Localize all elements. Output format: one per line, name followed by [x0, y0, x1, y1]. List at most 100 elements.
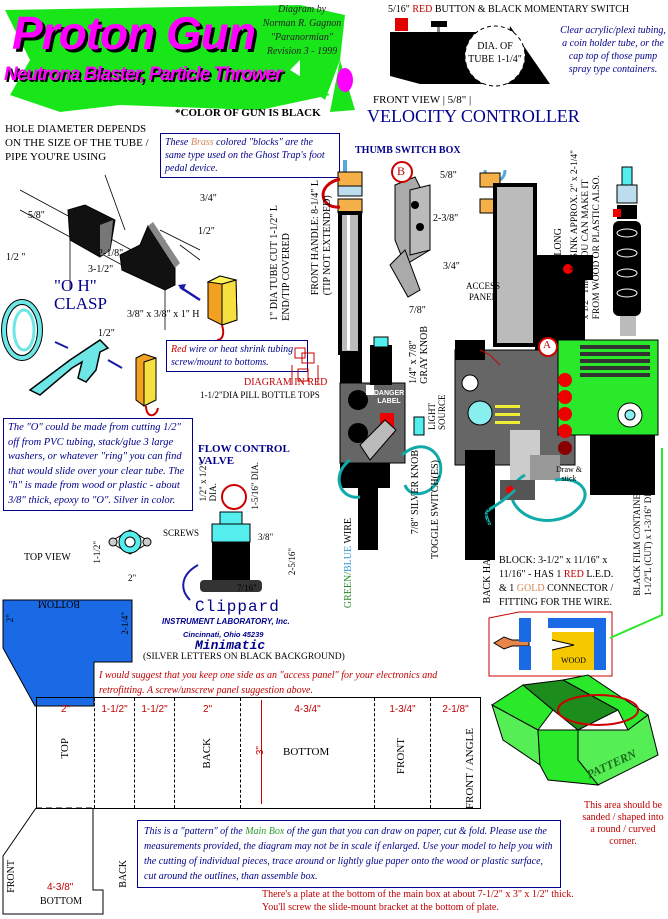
valve-dim: 2" [128, 573, 137, 583]
velocity-top-label: 5/16" RED BUTTON & BLACK MOMENTARY SWITC… [388, 4, 630, 15]
valve-dim: 1-1/2" [92, 541, 102, 564]
brass-block-2 [135, 353, 159, 417]
switch-dim: 2-3/8" [433, 213, 459, 224]
red-button [395, 18, 408, 31]
dim-label: 1/2 " [6, 252, 26, 263]
sand-note: This area should be sanded / shaped into… [582, 800, 664, 847]
clear-tubing-note: Clear acrylic/plexi tubing, a coin holde… [560, 25, 666, 75]
marker-b: B [397, 164, 406, 178]
danger-label: DANGER LABEL [373, 390, 405, 405]
pattern-note: This is a "pattern" of the Main Box of t… [137, 820, 561, 888]
pattern-bottom-piece [2, 807, 104, 915]
valve-dim: 3/8" [258, 532, 274, 542]
pattern-column-front-angle: 2-1/8" FRONT / ANGLE [442, 704, 476, 810]
clippard-lab: INSTRUMENT LABORATORY, Inc. [162, 617, 290, 626]
page-title: Proton Gun [12, 7, 256, 59]
pattern-strip: 2" TOP 1-1/2" 1-1/2" 2" BACK 4-3/4" BOTT… [36, 697, 481, 809]
block-angled [119, 224, 176, 291]
clippard-model: Minimatic [195, 638, 266, 653]
pattern-column-front: 1-3/4" FRONT [375, 698, 431, 808]
switch-dim: 7/8" [409, 305, 426, 316]
diagram-in-red-label: DIAGRAM IN RED [244, 377, 328, 388]
front-handle-label: FRONT HANDLE: 8-1/4" L (TIP NOT EXTENDED… [310, 180, 333, 296]
valve-dim: 2-5/16" [287, 548, 297, 576]
silver-knob-label: 7/8" SILVER KNOB [410, 450, 421, 535]
dim-label: 3/8" x 3/8" x 1" H [127, 309, 200, 320]
credit-line: Revision 3 - 1999 [266, 46, 338, 57]
brass-blocks-note: These Brass colored "blocks" are the sam… [160, 133, 340, 178]
tube-label: DIA. OF TUBE 1-1/4" [468, 41, 522, 65]
silver-letters-note: (SILVER LETTERS ON BLACK BACKGROUND) [143, 652, 345, 662]
plate-note: There's a plate at the bottom of the mai… [262, 889, 574, 913]
wood-label: WOOD [561, 656, 586, 665]
momentary-switch [431, 21, 447, 27]
tube-outline [464, 25, 526, 87]
green-connector-line [609, 448, 663, 639]
dim-label: 1/2" [98, 328, 115, 339]
color-note: *COLOR OF GUN IS BLACK [175, 107, 321, 119]
gun-drawing [321, 160, 659, 560]
brass-block [206, 275, 238, 326]
oh-clasp-title: "O H" CLASP [54, 276, 107, 313]
pattern-column-back: 2" BACK [175, 698, 241, 808]
velocity-controller-drawing [390, 18, 550, 87]
toggle-switch-label: TOGGLE SWITCH(ES) [430, 460, 441, 559]
credit-line: Norman R. Gagnon [262, 18, 342, 29]
dim-label: 3/4" [200, 193, 217, 204]
page-subtitle: Neutrona Blaster, Particle Thrower [4, 64, 282, 85]
heat-sink-label: BLACK HEAT SINK APPROX. 2" x 2-1/4" x 1/… [570, 150, 602, 320]
bottom-piece-back: BACK [118, 860, 129, 888]
pattern-column-bottom: 4-3/4" BOTTOM 3" [241, 698, 375, 808]
pill-tops-label: 1-1/2"DIA PILL BOTTLE TOPS [200, 390, 320, 400]
top-view-label: TOP VIEW [24, 552, 71, 563]
red-wire-note: Red wire or heat shrink tubing screw/mou… [166, 340, 308, 372]
back-handle-label: BACK HANDLE: 6-3/4" L [482, 493, 493, 604]
credit-line: "Paranormian" [270, 32, 334, 43]
pattern-blue-panel [2, 599, 133, 707]
marker-a: A [543, 339, 551, 351]
main-box-3d [491, 674, 659, 786]
marker-a-circle [538, 337, 558, 357]
green-blue-wire-label: GREEN/BLUE WIRE [343, 518, 354, 609]
front-view-label: FRONT VIEW | 5/8" | [373, 94, 472, 106]
dim-label: 2-1/8" [98, 248, 124, 259]
dim-label: 1/2" [198, 226, 215, 237]
credit-line: Diagram by [277, 4, 327, 15]
clippard-brand: Clippard [195, 598, 280, 616]
o-ring-note: The "O" could be made from cutting 1/2" … [3, 418, 193, 511]
clasp-drawing [1, 299, 123, 396]
velocity-controller-title: VELOCITY CONTROLLER [367, 106, 580, 126]
pattern-column: 1-1/2" [95, 698, 135, 808]
switch-dim: 3/4" [443, 261, 460, 272]
marker-b-circle [391, 161, 413, 183]
switch-dim: 5/8" [440, 170, 457, 181]
dim-label: 5/8" [28, 210, 45, 221]
access-panel-detail [488, 611, 613, 677]
access-panel-label: ACCESS PANEL [465, 281, 500, 302]
pattern-column-top: 2" TOP [37, 698, 95, 808]
bottom-piece-label: BOTTOM [40, 896, 83, 907]
blue-panel-bottom-label: BOTTOM [38, 598, 81, 609]
light-source-label: LIGHT SOURCE [427, 394, 447, 430]
credit-block: Diagram by Norman R. Gagnon "Paranormian… [262, 3, 342, 59]
flow-valve-title: FLOW CONTROL VALVE [198, 443, 290, 467]
blue-panel-dim: 2" [5, 614, 15, 623]
block-note: BLOCK: 3-1/2" x 11/16" x 11/16" - HAS 1 … [499, 555, 614, 608]
valve-dim: 7/16" [237, 583, 257, 593]
bottom-piece-dim: 4-3/8" [47, 882, 74, 893]
access-panel-note: I would suggest that you keep one side a… [99, 670, 438, 696]
h-piece [28, 339, 110, 396]
tube-cut-label: 1" DIA TUBE CUT 1-1/2" L END/TIP COVERED [269, 205, 292, 321]
circuit-icon [291, 347, 319, 385]
thumb-switch-box-label: THUMB SWITCH BOX [355, 145, 461, 156]
valve-drawing [108, 484, 262, 601]
pattern-column: 1-1/2" [135, 698, 175, 808]
blue-panel-dim: 2-1/4" [120, 612, 130, 635]
dim-label: 3-1/2" [88, 264, 114, 275]
gray-knob-label: 1/4" x 7/8" GRAY KNOB [408, 326, 430, 384]
green-splash-background [5, 5, 355, 112]
bottom-piece-front: FRONT [6, 860, 17, 893]
draw-stick-label: Draw & stick [556, 465, 582, 483]
hole-diameter-note: HOLE DIAMETER DEPENDS ON THE SIZE OF THE… [5, 123, 149, 163]
valve-body [212, 542, 250, 580]
